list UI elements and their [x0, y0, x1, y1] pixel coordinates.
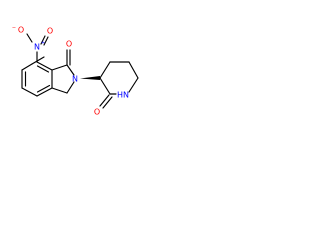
atom-o-amide: O [94, 108, 100, 117]
bond-c6-c7 [36, 61, 53, 71]
atom-o-carbonyl: O [47, 27, 53, 36]
atom-labels: O − N + O O N HN O [12, 25, 129, 117]
bond-n-ch2 [66, 81, 75, 94]
atom-o-ring-carbonyl: O [66, 40, 72, 49]
bond-c2p-c3p [99, 77, 111, 95]
bond-c2p-o-2 [102, 96, 113, 109]
bond-carbonyl-n [66, 64, 75, 76]
bond-c1-c2 [21, 63, 33, 71]
bonds [21, 33, 139, 109]
bond-c6-carbonyl [51, 64, 68, 71]
charge-minus: − [12, 25, 16, 31]
bond-nitro-o-top [26, 33, 33, 43]
bond-c6p-nh [128, 77, 139, 93]
molecule-structure: O − N + O O N HN O [12, 25, 139, 117]
atom-nh-amide: HN [117, 91, 129, 100]
bond-c7-c1 [31, 56, 45, 65]
bond-nitro-o-right-1 [40, 35, 46, 45]
bond-c2p-o-1 [99, 94, 110, 107]
stereo-wedge-bond [80, 76, 100, 80]
atom-n-nitro: N [34, 43, 40, 52]
bond-c3-c4 [21, 87, 38, 97]
bond-nitro-o-right-2 [43, 36, 49, 46]
bond-c5p-c6p [128, 61, 139, 79]
atom-o-nitro-minus: O [18, 26, 24, 35]
bond-c4-c5-inner [36, 84, 51, 93]
bond-c3p-c4p [99, 61, 111, 79]
atom-n-lactam: N [72, 75, 78, 84]
charge-plus: + [41, 40, 45, 46]
bond-c4-c5 [36, 87, 53, 97]
bond-ch2-c5 [51, 87, 68, 94]
bond-c6-c7-inner [36, 65, 50, 73]
